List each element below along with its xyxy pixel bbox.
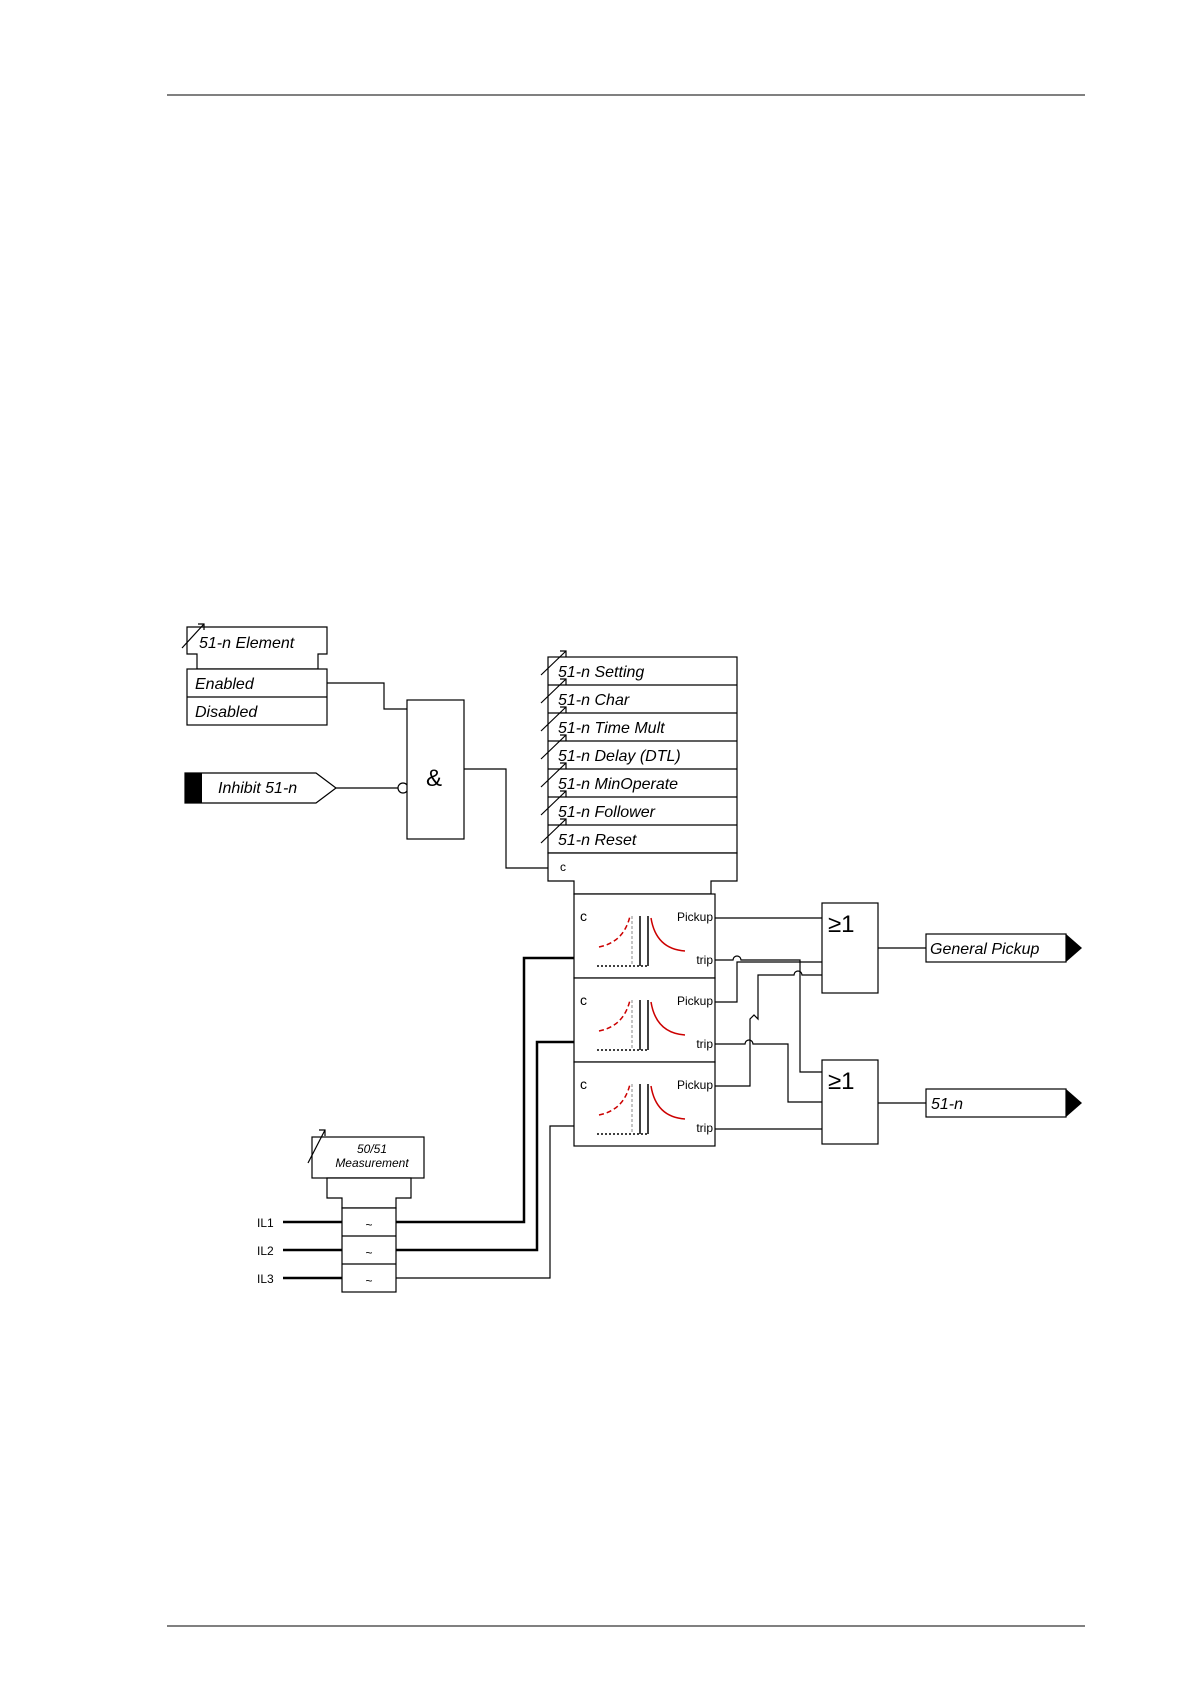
or-gate-trip: ≥1 <box>822 1060 878 1144</box>
trip-output-var: n <box>954 1096 963 1113</box>
output-general-pickup: General Pickup <box>926 934 1082 962</box>
inhibit-input: Inhibit 51-n <box>185 773 336 803</box>
filter-symbol-1: ~ <box>365 1218 372 1232</box>
svg-text:51-n MinOperate: 51-n MinOperate <box>558 776 678 793</box>
inhibit-label-prefix: Inhibit 51- <box>218 780 288 797</box>
setting-item-6: Reset <box>594 832 636 849</box>
filter-symbol-2: ~ <box>365 1246 372 1260</box>
svg-text:51-n Time Mult: 51-n Time Mult <box>558 720 665 737</box>
setting-item-5: Follower <box>594 804 655 821</box>
and-gate: & <box>407 700 464 839</box>
svg-text:51-n: 51-n <box>931 1096 963 1113</box>
wiring <box>715 918 926 1129</box>
input-il2: IL2 <box>257 1244 274 1258</box>
or-symbol-2: ≥1 <box>828 1068 855 1095</box>
svg-text:51-n Element: 51-n Element <box>199 635 295 652</box>
element-title-var: n <box>222 635 231 652</box>
svg-text:51-n Setting: 51-n Setting <box>558 664 644 681</box>
trip-output-prefix: 51- <box>931 1096 954 1113</box>
setting-item-3: Delay (DTL) <box>594 748 680 765</box>
curve-block-pickup-label: Pickup <box>677 910 713 924</box>
curve-blocks <box>574 894 715 1146</box>
or-gate-pickup: ≥1 <box>822 903 878 993</box>
or-symbol-1: ≥1 <box>828 911 855 938</box>
element-title-prefix: 51- <box>199 635 222 652</box>
svg-text:51-n Char: 51-n Char <box>558 692 630 709</box>
option-enabled: Enabled <box>195 676 255 693</box>
svg-text:51-n Reset: 51-n Reset <box>558 832 637 849</box>
svg-text:51-n Delay (DTL): 51-n Delay (DTL) <box>558 748 681 765</box>
filter-symbol-3: ~ <box>365 1274 372 1288</box>
curve-block-pickup-label: Pickup <box>677 1078 713 1092</box>
curve-block-control: c <box>580 992 587 1008</box>
setting-item-0: Setting <box>594 664 644 681</box>
svg-text:51-n Follower: 51-n Follower <box>558 804 656 821</box>
curve-block-trip-label: trip <box>696 1121 713 1135</box>
option-disabled: Disabled <box>195 704 258 721</box>
and-symbol: & <box>426 765 442 792</box>
general-pickup-label: General Pickup <box>930 941 1039 958</box>
inhibit-label-var: n <box>288 780 297 797</box>
measurement-line2: Measurement <box>335 1156 409 1170</box>
settings-block: 51-n Setting 51-n Char 51-n Time Mult 51… <box>541 651 737 894</box>
input-il1: IL1 <box>257 1216 274 1230</box>
setting-item-4: MinOperate <box>594 776 678 793</box>
current-inputs: IL1 IL2 IL3 <box>257 958 574 1286</box>
curve-block-control: c <box>580 908 587 924</box>
element-title-suffix: Element <box>235 635 294 652</box>
setting-item-2: Time Mult <box>594 720 665 737</box>
input-il3: IL3 <box>257 1272 274 1286</box>
curve-block-pickup-label: Pickup <box>677 994 713 1008</box>
element-setting-block: 51-n Element Enabled Disabled <box>182 624 327 725</box>
setting-item-1: Char <box>594 692 629 709</box>
curve-block-control: c <box>580 1076 587 1092</box>
measurement-line1: 50/51 <box>357 1142 387 1156</box>
svg-text:Inhibit 51-n: Inhibit 51-n <box>218 780 297 797</box>
output-51n: 51-n <box>926 1089 1082 1117</box>
curve-block-trip-label: trip <box>696 953 713 967</box>
curve-block-trip-label: trip <box>696 1037 713 1051</box>
measurement-block: 50/51 Measurement ~ ~ ~ <box>308 1130 424 1292</box>
settings-control-label: c <box>560 860 566 874</box>
